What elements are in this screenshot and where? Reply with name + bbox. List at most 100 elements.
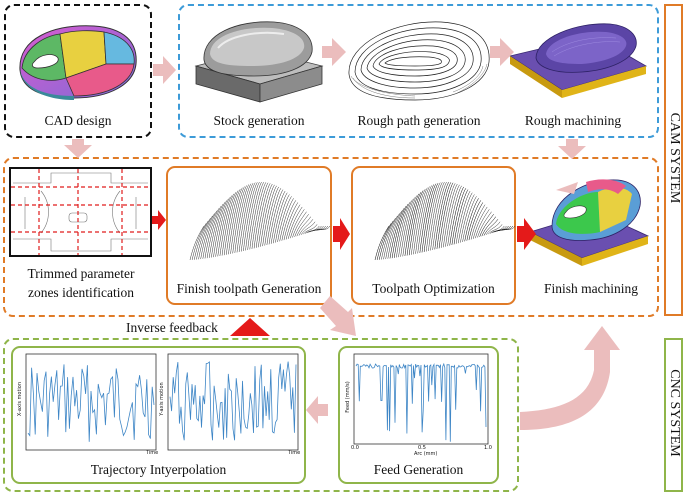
feed-tick-0: 0.0 <box>351 445 359 451</box>
toolpath-line <box>206 205 222 259</box>
toolpath-line <box>196 218 211 260</box>
trajectory-interpolation-label: Trajectory Intyerpolation <box>90 462 227 477</box>
toolpath-line <box>236 183 252 253</box>
toolpath-line <box>500 225 516 231</box>
trimmed-zones-label-line1: Trimmed parameter <box>27 266 135 281</box>
toolpath-line <box>460 194 475 243</box>
toolpath-line <box>266 188 282 246</box>
feed-xlabel: Arc (mm) <box>414 451 438 457</box>
stock-generation-label: Stock generation <box>213 113 305 128</box>
toolpath-line <box>415 186 430 254</box>
cam-system-tab <box>664 4 683 316</box>
finish-machining-label: Finish machining <box>543 281 639 296</box>
toolpath-line <box>381 218 396 260</box>
toolpath-line <box>483 219 499 236</box>
toolpath-line <box>423 182 439 253</box>
toolpath-line <box>400 197 415 257</box>
toolpath-line <box>398 199 413 258</box>
toolpath-line <box>264 186 279 246</box>
toolpath-line <box>379 220 394 260</box>
toolpath-line <box>479 214 494 237</box>
toolpath-line <box>194 220 209 260</box>
toolpath-line <box>411 188 426 255</box>
cnc-group <box>3 338 519 492</box>
toolpath-line <box>466 200 482 241</box>
toolpath-line <box>402 195 417 257</box>
toolpath-line <box>462 196 477 243</box>
toolpath-line <box>447 185 462 247</box>
toolpath-line <box>313 225 329 231</box>
arrow-finish-to-optimization <box>333 218 350 250</box>
toolpath-line <box>255 183 271 248</box>
toolpath-line <box>251 182 267 249</box>
arrow-zones-to-finish <box>152 210 166 230</box>
toolpath-line <box>226 188 241 255</box>
toolpath-line <box>275 194 290 243</box>
cad-model-image <box>19 25 137 100</box>
feed-tick-2: 1.0 <box>484 445 492 451</box>
feed-tick-1: 0.5 <box>418 445 426 451</box>
toolpath-line <box>191 223 207 260</box>
arrow-stock-to-roughpath <box>322 38 346 66</box>
toolpath-line <box>287 206 303 239</box>
toolpath-line <box>458 192 473 244</box>
toolpath-line <box>223 190 239 256</box>
toolpath-line <box>258 183 273 248</box>
toolpath-line <box>300 221 316 235</box>
arrow-optimization-to-finishmachining <box>517 218 536 250</box>
toolpath-line <box>387 210 403 259</box>
toolpath-line <box>198 215 213 260</box>
finish-toolpath-label: Finish toolpath Generation <box>176 281 322 296</box>
toolpath-line <box>253 182 269 249</box>
toolpath-line <box>298 219 314 236</box>
toolpath-line <box>455 190 471 244</box>
stock-generation-image <box>194 21 324 103</box>
feed-plot <box>353 353 489 445</box>
toolpath-line <box>434 181 450 250</box>
toolpath-line <box>393 203 409 258</box>
rough-path-image <box>348 21 490 101</box>
toolpath-line <box>413 187 428 255</box>
toolpath-line <box>451 188 467 246</box>
toolpath-line <box>445 184 460 247</box>
rough-path-label: Rough path generation <box>357 113 481 128</box>
toolpath-line <box>406 191 422 256</box>
rough-machining-group <box>178 4 659 138</box>
toolpath-line <box>249 181 265 250</box>
toolpath-line <box>443 183 458 248</box>
toolpath-line <box>221 191 237 256</box>
toolpath-line <box>277 196 292 243</box>
toolpath-line <box>408 190 424 256</box>
toolpath-line <box>215 197 230 257</box>
arrow-roughmachining-down <box>558 139 586 159</box>
parameter-zones-panel <box>9 167 152 257</box>
x-axis-plot <box>25 353 157 451</box>
toolpath-line <box>243 182 258 252</box>
toolpath-line <box>315 225 331 231</box>
toolpath-optimization-label: Toolpath Optimization <box>372 281 495 296</box>
toolpath-line <box>421 183 437 253</box>
toolpath-line <box>438 182 454 249</box>
toolpath-line <box>285 204 301 240</box>
toolpath-line <box>385 213 400 260</box>
inverse-feedback-label: Inverse feedback <box>126 320 218 335</box>
toolpath-line <box>477 211 492 238</box>
toolpath-line <box>440 183 456 248</box>
inverse-feedback-arrow <box>230 318 270 336</box>
arrow-cad-down <box>64 139 92 158</box>
toolpath-line <box>241 182 256 252</box>
toolpath-line <box>260 184 275 247</box>
finish-toolpath-box <box>166 166 332 305</box>
toolpath-line <box>281 200 297 241</box>
cnc-system-tab <box>664 338 683 492</box>
arrow-roughpath-to-roughmachining <box>490 38 514 66</box>
toolpath-line <box>436 182 452 249</box>
toolpath-line <box>374 225 390 261</box>
toolpath-line <box>426 182 441 252</box>
toolpath-line <box>475 209 490 239</box>
toolpath-line <box>292 211 307 238</box>
toolpath-line <box>428 182 443 252</box>
toolpath-line <box>453 189 469 245</box>
finish-toolpath-image <box>189 181 331 261</box>
